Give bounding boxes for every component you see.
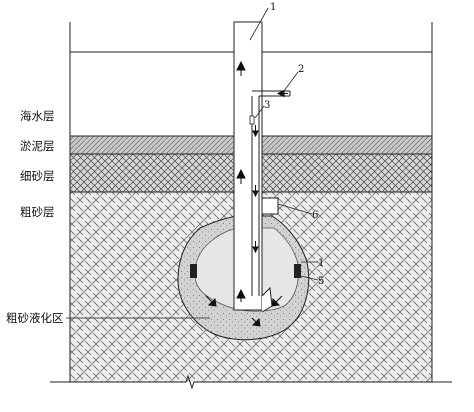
label-fine-sand: 细砂层 bbox=[20, 169, 55, 183]
down-arrow-icon bbox=[252, 185, 259, 198]
section-boundaries bbox=[69, 22, 433, 382]
leader-lines bbox=[66, 7, 319, 319]
callout-6: 6 bbox=[312, 210, 318, 221]
up-arrow-icon bbox=[236, 60, 246, 76]
left-arrow-icon bbox=[276, 89, 288, 98]
label-silt: 淤泥层 bbox=[20, 139, 55, 153]
pipe-nozzle bbox=[261, 286, 273, 313]
flow-arrows bbox=[205, 60, 288, 327]
main-pipe bbox=[233, 21, 263, 311]
label-liquefaction-zone: 粗砂液化区 bbox=[6, 311, 64, 325]
packer-left bbox=[190, 264, 197, 278]
callout-3: 3 bbox=[264, 100, 270, 111]
valve bbox=[249, 115, 255, 125]
label-coarse-sand: 粗砂层 bbox=[20, 205, 55, 219]
device-box bbox=[261, 197, 279, 215]
up-arrow-icon bbox=[236, 168, 246, 184]
diag-arrow-icon bbox=[205, 295, 217, 307]
diag-arrow-icon bbox=[271, 295, 283, 307]
callout-2: 2 bbox=[298, 64, 304, 75]
label-seawater: 海水层 bbox=[20, 109, 55, 123]
callout-1-right: 1 bbox=[318, 258, 324, 269]
callout-5: 5 bbox=[318, 276, 324, 287]
packer-right bbox=[294, 264, 301, 278]
diag-arrow-icon bbox=[251, 317, 261, 327]
down-arrow-icon bbox=[252, 241, 259, 254]
break-line-icon bbox=[50, 374, 452, 390]
callout-1-top: 1 bbox=[270, 2, 276, 13]
up-arrow-icon bbox=[236, 288, 246, 302]
down-arrow-icon bbox=[252, 125, 259, 138]
